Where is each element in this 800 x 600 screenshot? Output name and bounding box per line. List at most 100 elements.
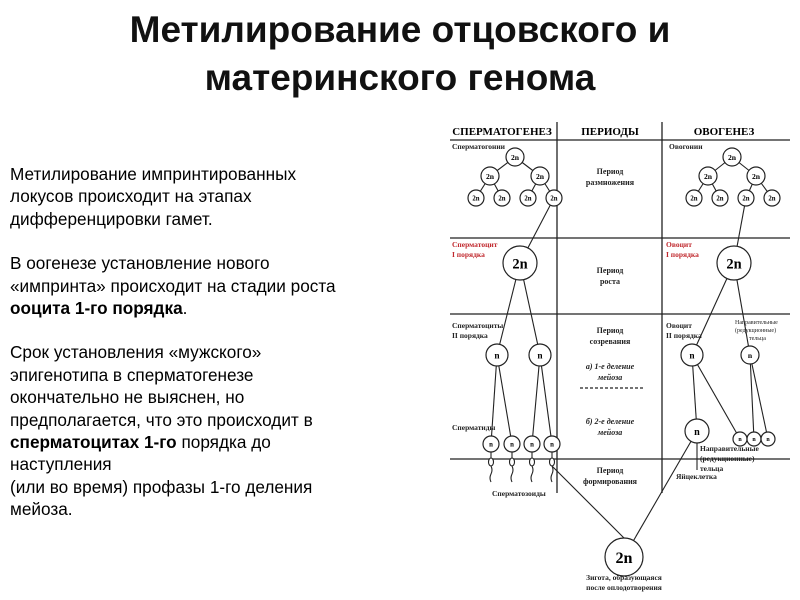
slide-title-line-2: материнского генома [204,57,596,98]
cell-ploidy-label: 2n [726,256,741,272]
cell-ploidy-label: 2n [511,153,520,162]
cell-circle [763,189,781,207]
cell-ploidy-label: 2n [768,196,775,203]
lineage-line [749,354,755,440]
cell-circle [480,166,500,186]
header-oogenesis: ОВОГЕНЕЗ [694,126,755,138]
paragraph-1: Метилирование импринтированных локусов п… [10,163,430,230]
cell-circle [528,343,552,367]
spermatozoon-head [487,457,495,467]
cell-circle [482,435,500,453]
cell-ploidy-label: 2n [550,196,557,203]
cell-ploidy-label: n [748,351,753,360]
label-polar-top-3: тельца [749,336,766,342]
period-formation-1: Период [597,466,624,475]
cell-ploidy-label: 2n [728,153,737,162]
p3-line-2: эпигенотипа в сперматогенезе [10,364,254,385]
p3-line-6: наступления [10,454,112,475]
cell-circle [722,147,742,167]
cell-ploidy-label: 2n [512,256,527,272]
label-polar-top-1: Направительные [735,320,778,326]
paragraph-3: Срок установления «мужского» эпигенотипа… [10,341,430,520]
p2-line-1: В оогенезе установление нового [10,253,270,274]
cell-ploidy-label: 2n [742,196,749,203]
label-spermatocyte1-2: I порядка [452,250,485,259]
cell-ploidy-label: 2n [498,196,505,203]
period-div1-1: а) 1-е деление [586,362,635,371]
spermatozoon-flagellum [489,465,493,483]
cell-circle [502,245,538,281]
spermatozoon-flagellum [550,465,554,483]
p3-line-1: Срок установления «мужского» [10,342,262,363]
cell-circle [737,189,755,207]
cell-ploidy-label: 2n [472,196,479,203]
cell-circle [505,147,525,167]
cell-circle [604,537,644,577]
cell-ploidy-label: 2n [690,196,697,203]
lineage-line [490,354,498,445]
label-spermatocyte1-1: Сперматоцит [452,240,498,249]
spermatozoon-flagellum [530,465,534,483]
cell-ploidy-label: n [752,437,756,443]
p1-line-3: дифференцировки гамет. [10,208,213,229]
cell-circle [523,435,541,453]
p3-line-8: мейоза. [10,499,73,520]
cell-ploidy-label: n [530,442,534,449]
lineage-line [749,354,769,440]
p2-line-2: «импринта» происходит на стадии роста [10,275,336,296]
cell-circle [519,189,537,207]
lineage-line [496,354,513,445]
header-spermatogenesis: СПЕРМАТОГЕНЕЗ [452,126,552,138]
zygote-label: Зигота, образующаяся после оплодотворени… [586,573,662,592]
lineage-line [691,354,741,440]
cell-circle [746,166,766,186]
cell-ploidy-label: n [694,427,700,438]
label-oogonia: Овогонии [669,142,703,151]
label-spermatids: Сперматиды [452,423,496,432]
lineage-line [623,430,698,558]
p2-end: . [182,298,188,319]
cell-ploidy-label: 2n [615,550,632,567]
cell-circle [698,166,718,186]
p1-line-1: Метилирование импринтированных [10,164,297,184]
p1-line-2: локусов происходит на этапах [10,186,252,207]
label-polar-top-2: (редукционные) [735,327,776,334]
label-spermatocytes2-2: II порядка [452,331,488,340]
period-formation-2: формирования [583,477,638,486]
stage-labels: Сперматогонии Овогонии Сперматоцит I пор… [452,142,717,498]
cell-ploidy-label: 2n [524,196,531,203]
period-maturation-1: Период [597,326,624,335]
label-zygote-2: после оплодотворения [586,583,662,592]
cell-ploidy-label: 2n [716,196,723,203]
cell-ploidy-label: n [537,352,543,362]
cell-ploidy-label: n [494,352,500,362]
cell-ploidy-label: 2n [704,172,713,181]
cell-circle [680,343,704,367]
cell-ploidy-label: n [766,437,770,443]
spermatozoon-flagellum [510,465,514,483]
gametogenesis-diagram: СПЕРМАТОГЕНЕЗ ПЕРИОДЫ ОВОГЕНЕЗ Период ра… [450,122,790,592]
period-div1-2: мейоза [597,373,623,382]
spermatozoon-head [508,457,516,467]
label-spermatogonia: Сперматогонии [452,142,506,151]
polar-labels: Направительные (редукционные) тельца [735,320,778,342]
cell-circle [503,435,521,453]
grid-lines [450,122,790,493]
period-reproduction-2: размножения [586,178,635,187]
label-oocyte1-2: I порядка [666,250,699,259]
label-polar-bottom-2: (редукционные) [700,454,755,463]
label-oocyte2-1: Овоцит [666,321,692,330]
polar-bottom-labels: Направительные (редукционные) тельца [700,444,759,473]
p3-after-bold: порядка до [176,432,271,453]
fertilization-line [551,465,625,539]
cell-ploidy-label: 2n [486,172,495,181]
label-spermatocytes2-1: Сперматоциты [452,321,503,330]
period-labels: Период размножения Период роста Период с… [583,167,638,486]
period-div2-2: мейоза [597,428,623,437]
cell-ploidy-label: n [689,352,695,362]
cell-ploidy-label: n [550,442,554,449]
header-periods: ПЕРИОДЫ [581,126,639,138]
p3-line-7: (или во время) профазы 1-го деления [10,476,313,497]
cell-ploidy-label: n [510,442,514,449]
spermatozoon-head [528,457,536,467]
